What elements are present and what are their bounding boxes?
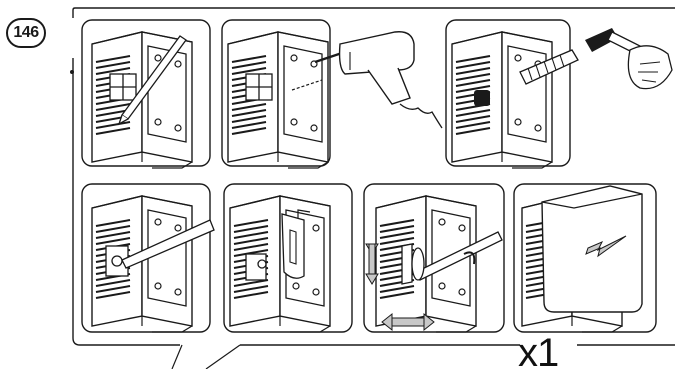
panel-adjust-position [364,184,504,332]
panel-insert-anchor [446,20,570,168]
quantity-label: x1 [518,333,574,373]
step-number: 146 [6,18,46,48]
panel-fix-screw [82,184,214,332]
perspective-line-left [172,345,182,369]
panel-attach-cover [514,184,656,332]
drill-icon [315,32,442,128]
cover-panel-icon [542,186,642,312]
hammer-icon [585,28,672,89]
panel-mark-position [82,20,210,168]
perspective-line-right [206,345,240,369]
panel-hang-bracket [224,184,352,332]
panel-drill-hole [222,20,330,168]
leader-dot [70,70,74,74]
